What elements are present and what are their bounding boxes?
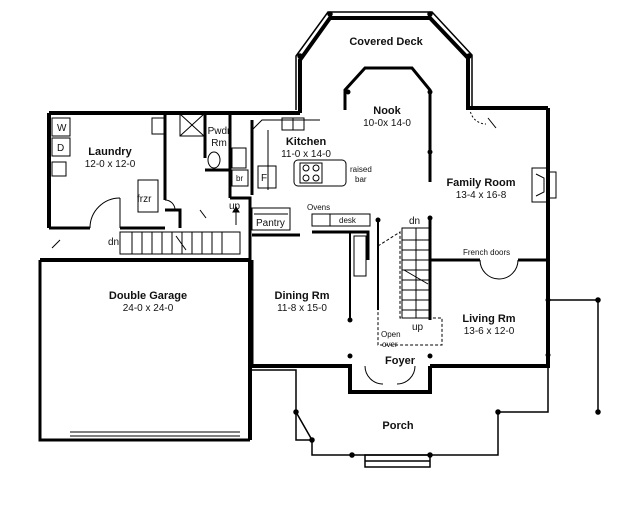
laundry-name: Laundry [88, 146, 132, 158]
foyer-name: Foyer [385, 355, 416, 367]
raised-bar-label-2: bar [355, 175, 367, 184]
open-over-label-1: Open [381, 330, 401, 339]
garage-dims: 24-0 x 24-0 [123, 303, 174, 314]
fireplace [531, 167, 557, 203]
porch-name: Porch [382, 420, 413, 432]
back-stair [119, 206, 241, 255]
main-stair [377, 227, 443, 346]
fridge-label: F [261, 173, 267, 184]
nook-dims: 10-0x 14-0 [363, 118, 411, 129]
kitchen-name: Kitchen [286, 136, 327, 148]
raised-bar-label-1: raised [350, 165, 372, 174]
desk-label: desk [339, 216, 357, 225]
garage-name: Double Garage [109, 290, 187, 302]
columns [345, 89, 551, 359]
back-stair-dn-label: dn [108, 237, 119, 248]
family-room-dims: 13-4 x 16-8 [456, 190, 507, 201]
washer-label: W [57, 123, 67, 134]
broom-closet-label: br [236, 174, 243, 183]
covered-deck-outline [295, 11, 473, 110]
room-labels: Covered Deck Nook 10-0x 14-0 Laundry 12-… [85, 36, 516, 432]
ovens-label: Ovens [307, 203, 330, 212]
living-name: Living Rm [462, 313, 515, 325]
kitchen-dims: 11-0 x 14-0 [281, 149, 331, 160]
powder-name-2: Rm [211, 138, 227, 149]
laundry-fixtures [51, 113, 205, 213]
garage-door [70, 431, 240, 437]
powder-name-1: Pwdr [208, 126, 231, 137]
nook-name: Nook [373, 105, 401, 117]
main-stair-dn-label: dn [409, 216, 420, 227]
door-swings [51, 107, 519, 385]
french-doors-label: French doors [463, 248, 510, 257]
dining-dims: 11-8 x 15-0 [277, 303, 327, 314]
main-stair-up-label: up [412, 322, 424, 333]
porch-outline [252, 297, 601, 468]
dining-name: Dining Rm [275, 290, 330, 302]
freezer-label: frzr [137, 194, 152, 205]
fixture-labels: W D frzr br F raised bar Ovens desk Pant… [57, 123, 510, 349]
pantry-label: Pantry [256, 218, 285, 229]
back-stair-up-label: up [229, 201, 241, 212]
living-dims: 13-6 x 12-0 [464, 326, 515, 337]
laundry-dims: 12-0 x 12-0 [85, 159, 136, 170]
dryer-label: D [57, 143, 64, 154]
open-over-label-2: over [382, 340, 398, 349]
powder-fixtures [207, 147, 249, 187]
covered-deck-name: Covered Deck [349, 36, 423, 48]
kitchen-fixtures [251, 117, 371, 277]
family-room-name: Family Room [446, 177, 515, 189]
